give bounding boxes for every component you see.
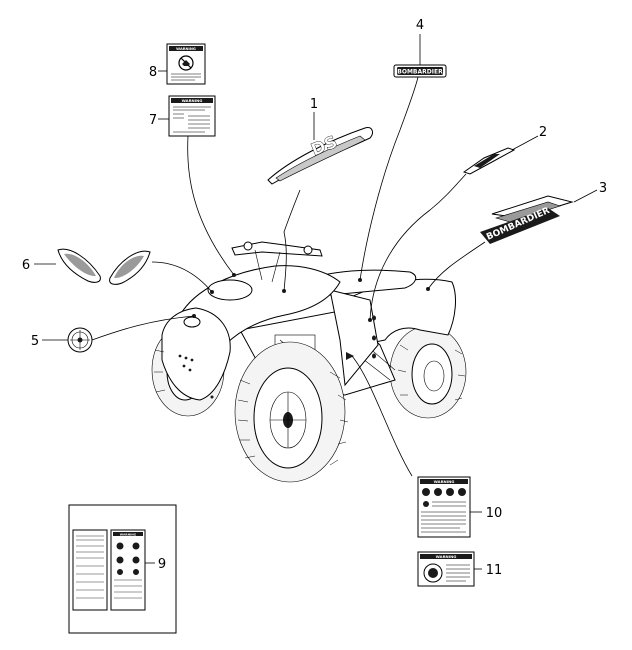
callout-6: 6 bbox=[22, 258, 30, 273]
callout-8: 8 bbox=[149, 65, 157, 80]
callout-5: 5 bbox=[31, 334, 39, 349]
front-right-wheel bbox=[234, 341, 346, 483]
decal-bombardier-side: BOMBARDIER bbox=[480, 195, 574, 244]
decal-11-header: WARNING bbox=[436, 554, 457, 559]
callout-1: 1 bbox=[310, 97, 318, 112]
decal-warning-7: WARNING bbox=[168, 95, 216, 137]
decal-10-header: WARNING bbox=[434, 479, 455, 484]
decal-sheet-9: WARNING bbox=[68, 504, 177, 634]
rear-right-wheel bbox=[389, 325, 467, 419]
decal-9-header: WARNING bbox=[120, 532, 137, 536]
decal-spot-10 bbox=[346, 352, 354, 360]
callout-9: 9 bbox=[158, 557, 166, 572]
front-light bbox=[183, 316, 201, 328]
decal-warning-8: WARNING bbox=[166, 43, 206, 85]
front-grille bbox=[178, 354, 214, 399]
callout-2: 2 bbox=[539, 125, 547, 140]
decal-warning-10: WARNING bbox=[417, 476, 471, 538]
callout-11: 11 bbox=[486, 563, 503, 578]
handlebars bbox=[231, 241, 323, 283]
fender-decal-spot bbox=[207, 279, 253, 301]
decal-round-emblem bbox=[67, 327, 93, 353]
decal-badge-text: BOMBARDIER bbox=[397, 69, 443, 76]
decal-warning-11: WARNING bbox=[417, 551, 475, 587]
callout-7: 7 bbox=[149, 113, 157, 128]
decal-arrow-small bbox=[462, 147, 516, 175]
front-bumper bbox=[161, 307, 231, 401]
tread-texture bbox=[154, 344, 466, 466]
callout-3: 3 bbox=[599, 181, 607, 196]
leader-lines bbox=[34, 34, 598, 570]
side-panel bbox=[329, 289, 379, 387]
callout-10: 10 bbox=[486, 506, 503, 521]
decal-8-header: WARNING bbox=[176, 47, 196, 51]
callout-numbers: 1 2 3 4 5 6 7 8 9 10 11 bbox=[22, 18, 607, 578]
decal-side-pair bbox=[57, 248, 151, 285]
decal-ds-logo: DS bbox=[267, 127, 373, 185]
atv-illustration bbox=[151, 241, 467, 483]
decal-ds-text: DS bbox=[308, 132, 340, 160]
decal-7-header: WARNING bbox=[182, 98, 203, 103]
decal-bombardier-badge: BOMBARDIER bbox=[393, 64, 447, 78]
callout-4: 4 bbox=[416, 18, 424, 33]
